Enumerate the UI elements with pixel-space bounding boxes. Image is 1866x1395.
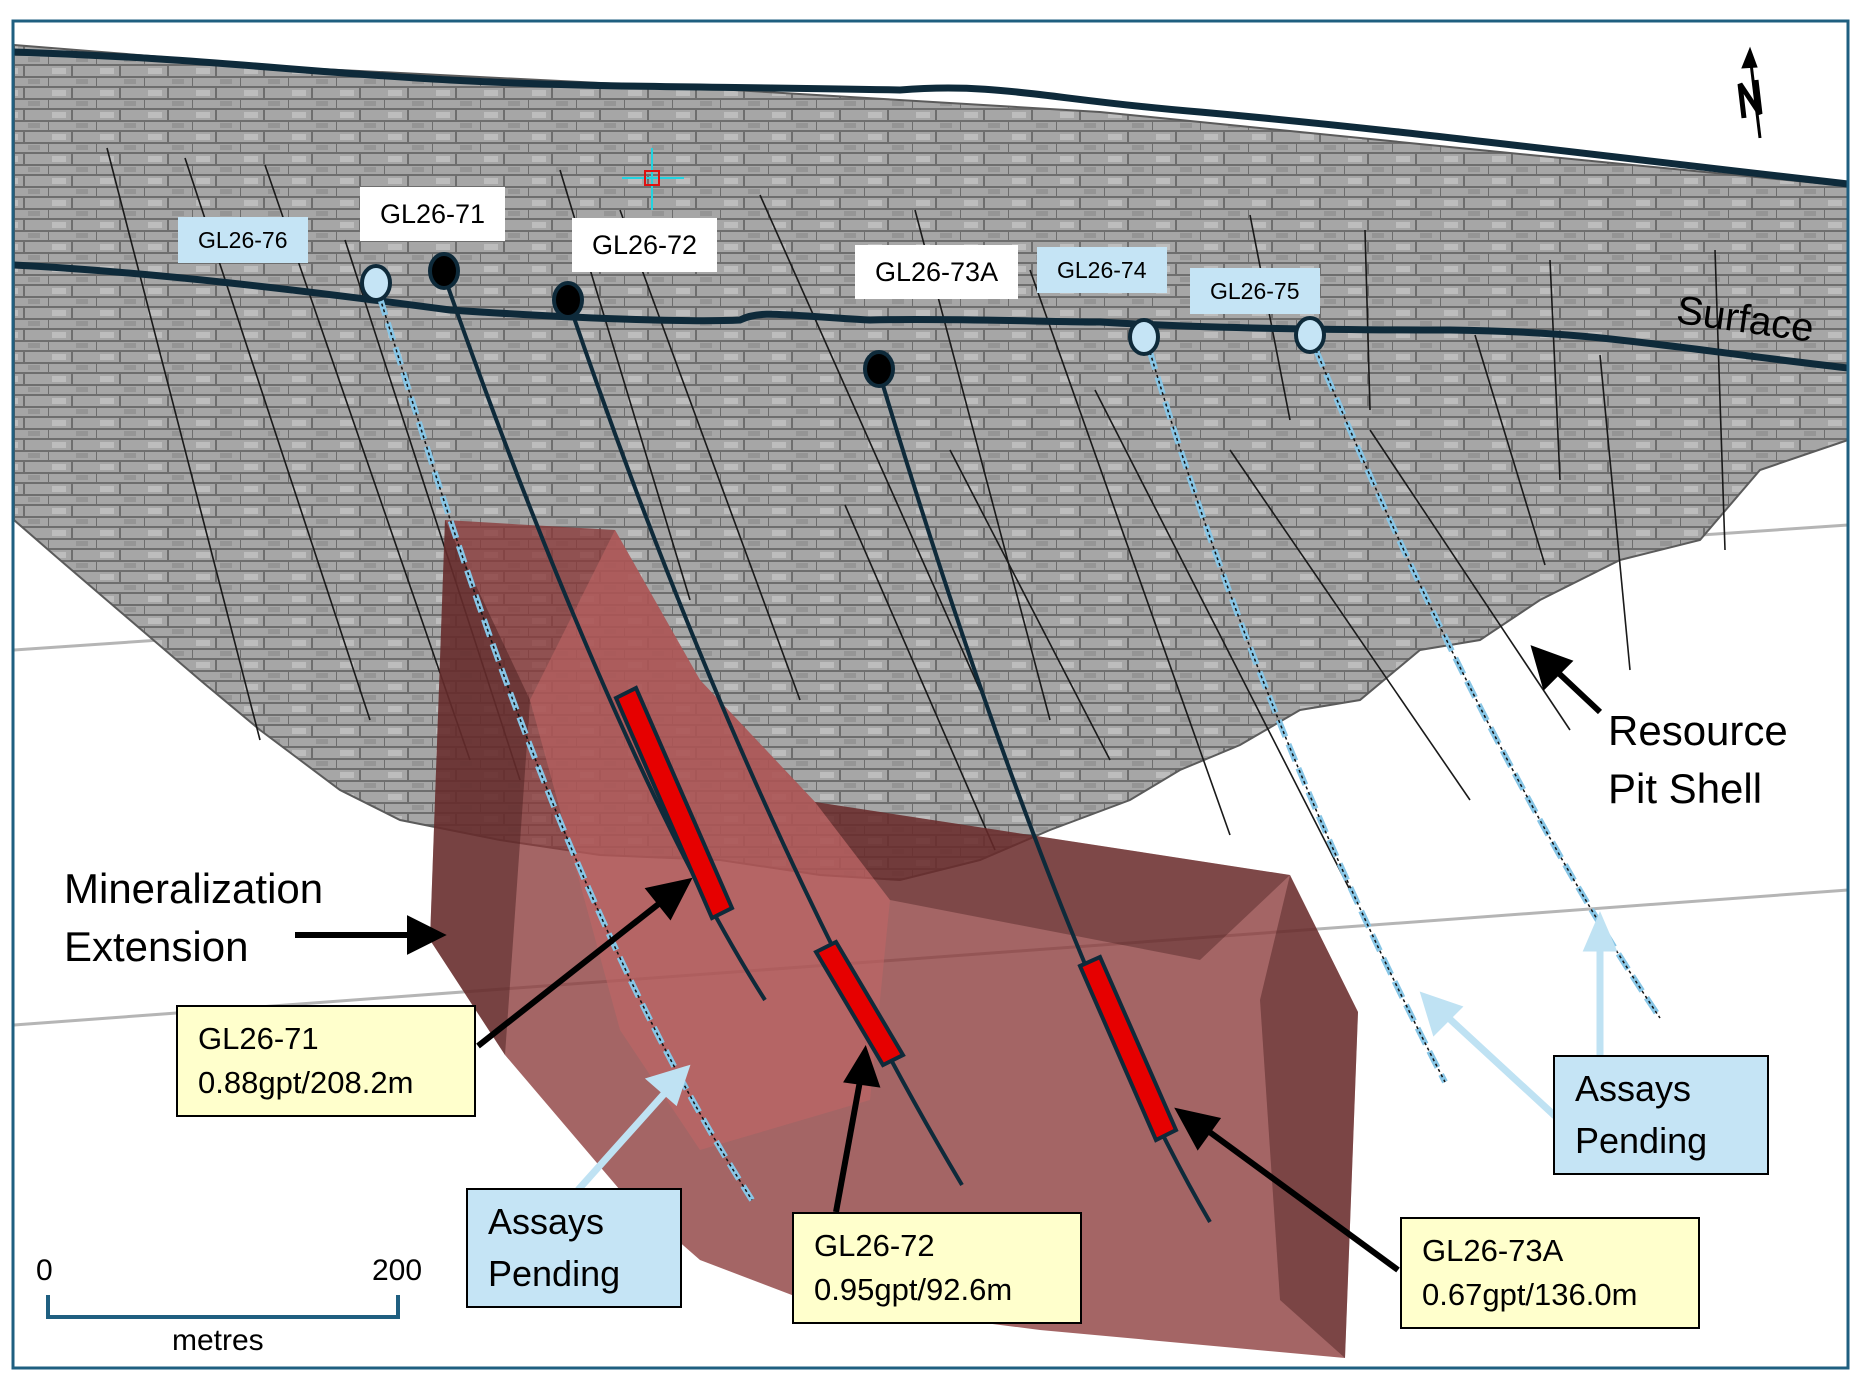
- pit-shell-label: Resource Pit Shell: [1608, 702, 1788, 818]
- collar-label-gl26-71: GL26-71: [360, 187, 506, 241]
- collar-gl26-76: [360, 264, 392, 302]
- arrow-pending-left: [575, 1064, 691, 1193]
- collar-gl26-72: [552, 281, 584, 319]
- hole-trace-gl26-74: [1147, 351, 1448, 1084]
- intercept-gl26-72: [813, 939, 906, 1068]
- collar-gl26-71: [428, 252, 460, 290]
- surface-line: [13, 261, 1849, 372]
- intercept-gl26-73A: [1077, 954, 1179, 1143]
- scale-bar-unit: metres: [172, 1324, 264, 1357]
- collar-gl26-75: [1294, 316, 1326, 354]
- arrow-gl26-73A: [1174, 1107, 1400, 1273]
- collars: [360, 252, 1326, 388]
- callout-hole-id: GL26-71: [198, 1021, 319, 1056]
- pending-line2: Pending: [488, 1253, 621, 1294]
- mineralization-label-line1: Mineralization: [64, 865, 324, 912]
- mineralization-label-line2: Extension: [64, 923, 249, 970]
- intercept-callout-gl26-71: GL26-71 0.88gpt/208.2m: [176, 1005, 476, 1117]
- collar-label-gl26-73A: GL26-73A: [855, 245, 1019, 299]
- collar-label-gl26-72: GL26-72: [572, 218, 718, 272]
- intercept-gl26-71: [613, 685, 735, 921]
- arrow-pending-right-1: [1419, 991, 1558, 1119]
- arrow-gl26-72: [833, 1044, 881, 1213]
- mineralization-extension-body: [430, 520, 1358, 1358]
- arrow-pit-shell: [1530, 645, 1603, 715]
- pending-line1: Assays: [1575, 1068, 1692, 1109]
- historic-drill-traces: [106, 147, 1726, 891]
- pointer-arrows: [295, 645, 1618, 1273]
- scale-bar: [46, 1295, 400, 1319]
- arrow-mineralization: [295, 915, 447, 955]
- pit-shell-label-line2: Pit Shell: [1608, 765, 1763, 812]
- pending-line1: Assays: [488, 1201, 605, 1242]
- collar-label-gl26-76: GL26-76: [178, 217, 308, 263]
- intercept-callout-gl26-73A: GL26-73A 0.67gpt/136.0m: [1400, 1217, 1700, 1329]
- intercept-callout-gl26-72: GL26-72 0.95gpt/92.6m: [792, 1212, 1082, 1324]
- resource-pit-shell: [13, 43, 1849, 882]
- crosshair-marker-icon: [622, 148, 684, 210]
- mineralization-label: Mineralization Extension: [64, 860, 323, 976]
- collar-gl26-73A: [863, 350, 895, 388]
- pit-shell-top-line: [13, 48, 1849, 188]
- north-arrow-icon: [1737, 46, 1763, 139]
- assays-pending-callout-left: Assays Pending: [466, 1188, 682, 1308]
- assays-pending-callout-right: Assays Pending: [1553, 1055, 1769, 1175]
- callout-grade-length: 0.95gpt/92.6m: [814, 1272, 1013, 1307]
- scale-bar-end: 200: [372, 1254, 423, 1287]
- collar-gl26-74: [1128, 318, 1160, 356]
- callout-hole-id: GL26-73A: [1422, 1233, 1564, 1268]
- scale-bar-start: 0: [36, 1254, 53, 1287]
- pit-shell-label-line1: Resource: [1608, 707, 1788, 754]
- arrow-gl26-71: [476, 877, 693, 1049]
- intercepts: [613, 685, 1179, 1143]
- collar-label-gl26-74: GL26-74: [1037, 247, 1167, 293]
- callout-grade-length: 0.88gpt/208.2m: [198, 1065, 414, 1100]
- figure-frame: [11, 19, 1850, 1370]
- hole-trace-gl26-76: [377, 297, 755, 1202]
- callout-hole-id: GL26-72: [814, 1228, 935, 1263]
- arrow-pending-right-2: [1582, 911, 1618, 1056]
- pending-line2: Pending: [1575, 1120, 1708, 1161]
- callout-grade-length: 0.67gpt/136.0m: [1422, 1277, 1638, 1312]
- collar-label-gl26-75: GL26-75: [1190, 268, 1320, 314]
